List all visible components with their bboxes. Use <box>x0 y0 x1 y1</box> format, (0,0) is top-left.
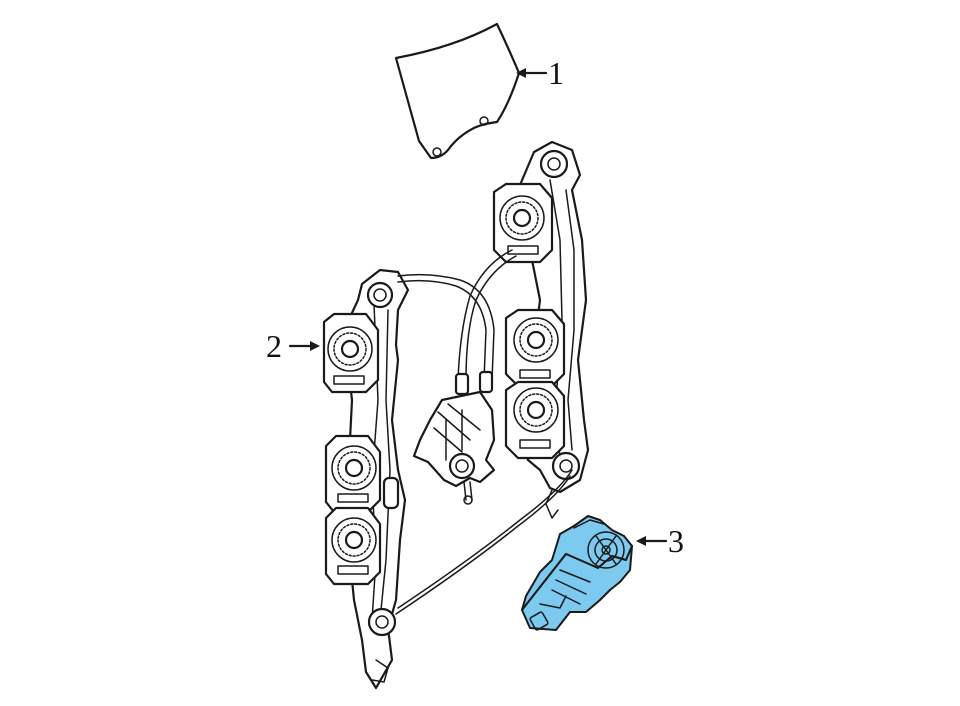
left-pulley-stack <box>322 312 382 586</box>
callout-1: 1 <box>516 55 564 91</box>
callout-3-label: 3 <box>668 523 684 559</box>
callout-3: 3 <box>636 523 684 559</box>
window-regulator[interactable] <box>322 140 590 690</box>
callout-2: 2 <box>266 328 320 364</box>
callout-2-label: 2 <box>266 328 282 364</box>
regulator-motor[interactable] <box>521 515 633 631</box>
callout-1-label: 1 <box>548 55 564 91</box>
door-glass[interactable] <box>394 22 521 160</box>
right-pulley-stack <box>492 182 566 460</box>
